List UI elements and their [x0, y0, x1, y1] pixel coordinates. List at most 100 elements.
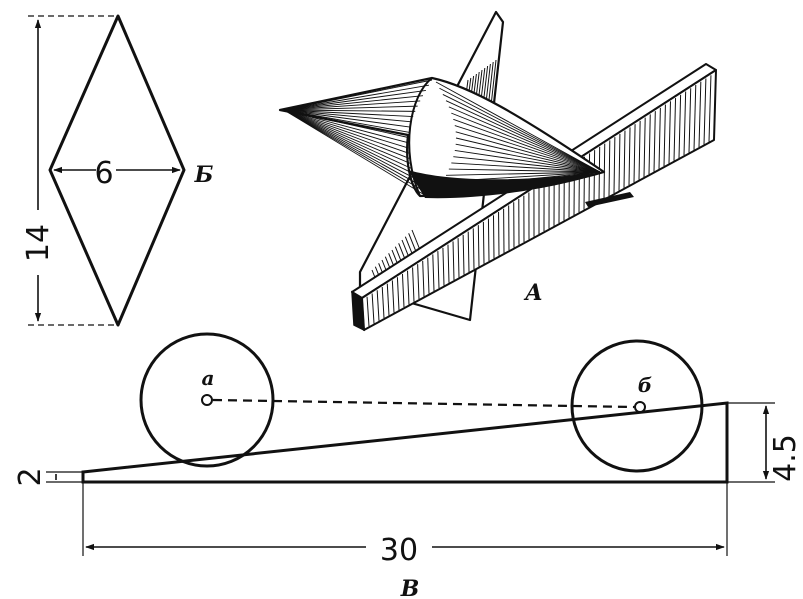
cone-shade-line: [283, 109, 411, 128]
cone-shade-line: [454, 149, 601, 173]
plank-hatch-line: [628, 127, 631, 186]
plank-hatch-line: [618, 133, 621, 191]
cone-shading: [283, 79, 601, 196]
cone-shade-line: [283, 109, 409, 149]
cone-shade-line: [283, 79, 433, 111]
figure-a-glider-drawing: А: [278, 10, 717, 332]
cone-shade-line: [283, 109, 422, 191]
plank-hatch-line: [381, 286, 385, 319]
cone-shade-line: [283, 109, 417, 180]
plank-hatch-line: [477, 225, 480, 267]
cone-shade-line: [283, 100, 421, 111]
cone-shade-line: [283, 109, 415, 175]
cone-shade-line: [283, 109, 416, 112]
rhombus-outline: [48, 14, 186, 327]
cone-shade-line: [455, 131, 601, 173]
plank-hatch-line: [683, 91, 687, 156]
plank-hatch-line: [437, 251, 440, 289]
figure-a-label: А: [523, 280, 543, 306]
plank-hatch-line: [653, 111, 656, 172]
plank-hatch-line: [467, 231, 470, 273]
cone-shade-line: [283, 95, 424, 111]
plank-hatch-line: [713, 71, 717, 140]
circle-right: [570, 339, 704, 473]
plank-hatch-line: [648, 114, 651, 175]
plank-hatch-line: [371, 293, 375, 324]
plank-hatch-line: [658, 107, 661, 169]
plank-hatch-line: [633, 124, 636, 183]
cone-shade-line: [453, 118, 601, 173]
cone-shade-line: [283, 109, 412, 123]
fin-hatch-line: [408, 233, 418, 254]
plank-hatch-line: [376, 290, 380, 321]
cone-shade-line: [283, 109, 411, 165]
cone-shade-line: [283, 84, 429, 111]
cone-shade-line: [283, 90, 426, 111]
figure-v-label: В: [400, 576, 420, 599]
height-dimension-label: 14: [21, 224, 56, 262]
plank-hatch-line: [708, 75, 712, 142]
plank-hatch-line: [678, 94, 682, 159]
cone-shade-line: [445, 100, 601, 173]
plank-hatch-line: [391, 280, 395, 313]
plank-hatch-line: [492, 215, 495, 259]
length-dimension-label: 30: [380, 533, 418, 568]
plank-hatch-line: [487, 218, 490, 262]
figure-b-label: Б: [194, 162, 214, 188]
cone-shade-line: [448, 168, 601, 173]
cone-shade-line: [451, 112, 601, 173]
cone-shade-line: [283, 109, 409, 144]
plank-hatching: [361, 71, 717, 330]
cone-shade-line: [283, 109, 410, 159]
plank-hatch-line: [638, 120, 641, 180]
plank-hatch-line: [472, 228, 475, 270]
cone-shade-line: [283, 109, 409, 154]
plank-hatch-line: [688, 88, 692, 153]
plank-hatch-line: [623, 130, 626, 188]
cone-shade-line: [283, 109, 413, 170]
plank-hatch-line: [482, 221, 485, 264]
center-connection-line: [212, 398, 635, 409]
cone-shade-line: [283, 109, 425, 196]
plank-hatch-line: [593, 150, 596, 205]
right-height-label: 4.5: [768, 434, 803, 482]
width-dimension-label: 6: [94, 156, 113, 191]
cone-shade-line: [435, 81, 601, 173]
point-a-label: а: [202, 366, 215, 390]
plank-hatch-line: [417, 264, 420, 300]
plank-hatch-line: [613, 137, 616, 194]
glider-plank-end: [351, 290, 365, 332]
plank-hatch-line: [643, 117, 646, 178]
cone-shade-line: [453, 156, 601, 173]
plank-hatch-line: [386, 283, 390, 316]
cone-shade-line: [455, 137, 601, 173]
plank-hatch-line: [396, 277, 400, 311]
plank-hatch-line: [447, 244, 450, 283]
cone-shade-line: [283, 105, 418, 111]
cone-shade-line: [439, 87, 601, 173]
figure-v-wedge-diagram: а б 2 4.5 30 В: [13, 332, 803, 599]
cone-shade-line: [283, 109, 414, 118]
plank-hatch-line: [663, 104, 666, 167]
center-point-a: [201, 394, 213, 406]
cone-shade-line: [454, 125, 601, 173]
plank-hatch-line: [432, 254, 435, 292]
figure-b-rhombus-diagram: 14 6 Б: [21, 14, 214, 327]
plank-hatch-line: [366, 296, 370, 327]
plank-hatch-line: [693, 85, 697, 150]
plank-hatch-line: [422, 260, 425, 297]
plank-hatch-line: [412, 267, 415, 302]
circle-left: [139, 332, 275, 468]
plank-hatch-line: [608, 140, 611, 197]
left-height-label: 2: [13, 467, 48, 486]
plank-hatch-line: [407, 270, 410, 305]
fin-hatch-line: [411, 229, 421, 251]
center-point-b: [634, 401, 646, 413]
cone-shade-line: [442, 94, 601, 173]
point-b-label: б: [638, 373, 652, 397]
plank-hatch-line: [361, 299, 365, 330]
plank-hatch-line: [462, 234, 465, 275]
plank-hatch-line: [427, 257, 430, 294]
cone-shade-line: [451, 162, 601, 173]
